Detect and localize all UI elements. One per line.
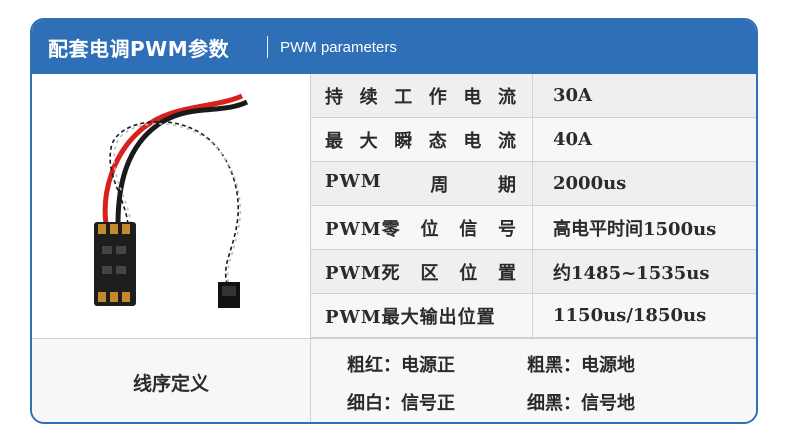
thick-red-wire — [102, 93, 243, 225]
thick-black-wire — [115, 99, 249, 225]
parameter-row: PWM最大输出位置 1150us/1850us — [311, 294, 756, 338]
parameter-name-part: 最 — [325, 130, 344, 152]
parameter-name: PWM 周 期 — [311, 162, 533, 205]
parameter-row: PWM死区位置约1485~1535us — [311, 250, 756, 294]
parameter-name-part: 大 — [359, 130, 379, 152]
parameter-name: PWM最大输出位置 — [311, 294, 533, 337]
wire-item-thick-black: 粗黑：电源地 — [527, 355, 635, 376]
parameter-name-part: 持 — [325, 86, 344, 108]
parameter-value: 2000us — [553, 173, 627, 194]
parameter-value: 30A — [553, 85, 593, 106]
header-subtitle: PWM parameters — [280, 38, 397, 56]
parameter-name-part: PWM死 — [325, 262, 401, 284]
parameter-value: 高电平时间1500us — [553, 218, 717, 240]
thin-black-signal-wire — [109, 120, 240, 285]
parameter-name-part: 位 — [420, 218, 440, 240]
parameter-row: 最大瞬态电流 40A — [311, 118, 756, 162]
pwm-parameter-card: 配套电调PWM参数 PWM parameters — [30, 18, 758, 424]
esc-board — [94, 222, 136, 306]
parameter-name: 持续工作电流 — [311, 74, 533, 117]
parameter-name: PWM死区位置 — [311, 250, 533, 293]
parameter-value: 40A — [553, 129, 593, 150]
parameter-name-part: 态 — [428, 130, 448, 152]
thin-white-signal-wire — [113, 122, 242, 285]
parameter-name-part: 周 — [430, 174, 450, 196]
parameter-value: 1150us/1850us — [553, 305, 707, 326]
parameter-name-part: 电 — [463, 130, 483, 152]
parameter-name-part: 瞬 — [394, 130, 414, 152]
wire-definition-section: 线序定义 粗红：电源正 粗黑：电源地 细白：信号正 细黑：信号地 — [32, 338, 756, 422]
header-divider — [267, 36, 269, 58]
wire-item-thin-white: 细白：信号正 — [347, 393, 455, 414]
wire-definition-grid: 粗红：电源正 粗黑：电源地 细白：信号正 细黑：信号地 — [311, 339, 756, 422]
card-header: 配套电调PWM参数 PWM parameters — [32, 20, 756, 74]
parameter-name-part: 作 — [428, 86, 448, 108]
parameter-name-part: 信 — [459, 218, 479, 240]
parameter-name-part: PWM零 — [325, 218, 401, 240]
parameter-name-part: 期 — [498, 174, 517, 196]
esc-illustration — [94, 93, 249, 308]
parameter-row: PWM零位信号高电平时间1500us — [311, 206, 756, 250]
esc-product-image — [32, 74, 311, 338]
parameter-name-part: 置 — [497, 262, 517, 284]
parameter-name-part: PWM — [325, 170, 382, 192]
parameter-name-part: 号 — [497, 218, 517, 240]
parameter-name: PWM零位信号 — [311, 206, 533, 249]
parameter-row: PWM 周 期 2000us — [311, 162, 756, 206]
wire-item-thick-red: 粗红：电源正 — [347, 355, 455, 376]
parameter-value: 约1485~1535us — [553, 262, 710, 284]
header-title: 配套电调PWM参数 — [48, 36, 230, 61]
parameter-name-part: 流 — [497, 130, 517, 152]
parameter-row: 持续工作电流 30A — [311, 74, 756, 118]
wire-item-thin-black: 细黑：信号地 — [527, 393, 635, 414]
parameter-name-part: 流 — [497, 86, 517, 108]
parameter-name-part: 区 — [420, 262, 440, 284]
parameter-name-part: PWM最大输出位置 — [325, 306, 496, 328]
parameter-name-part: 电 — [463, 86, 483, 108]
parameter-name: 最大瞬态电流 — [311, 118, 533, 161]
parameter-name-part: 工 — [394, 86, 414, 108]
wire-definition-label: 线序定义 — [32, 339, 311, 422]
parameter-name-part: 续 — [359, 86, 379, 108]
parameter-name-part: 位 — [459, 262, 479, 284]
